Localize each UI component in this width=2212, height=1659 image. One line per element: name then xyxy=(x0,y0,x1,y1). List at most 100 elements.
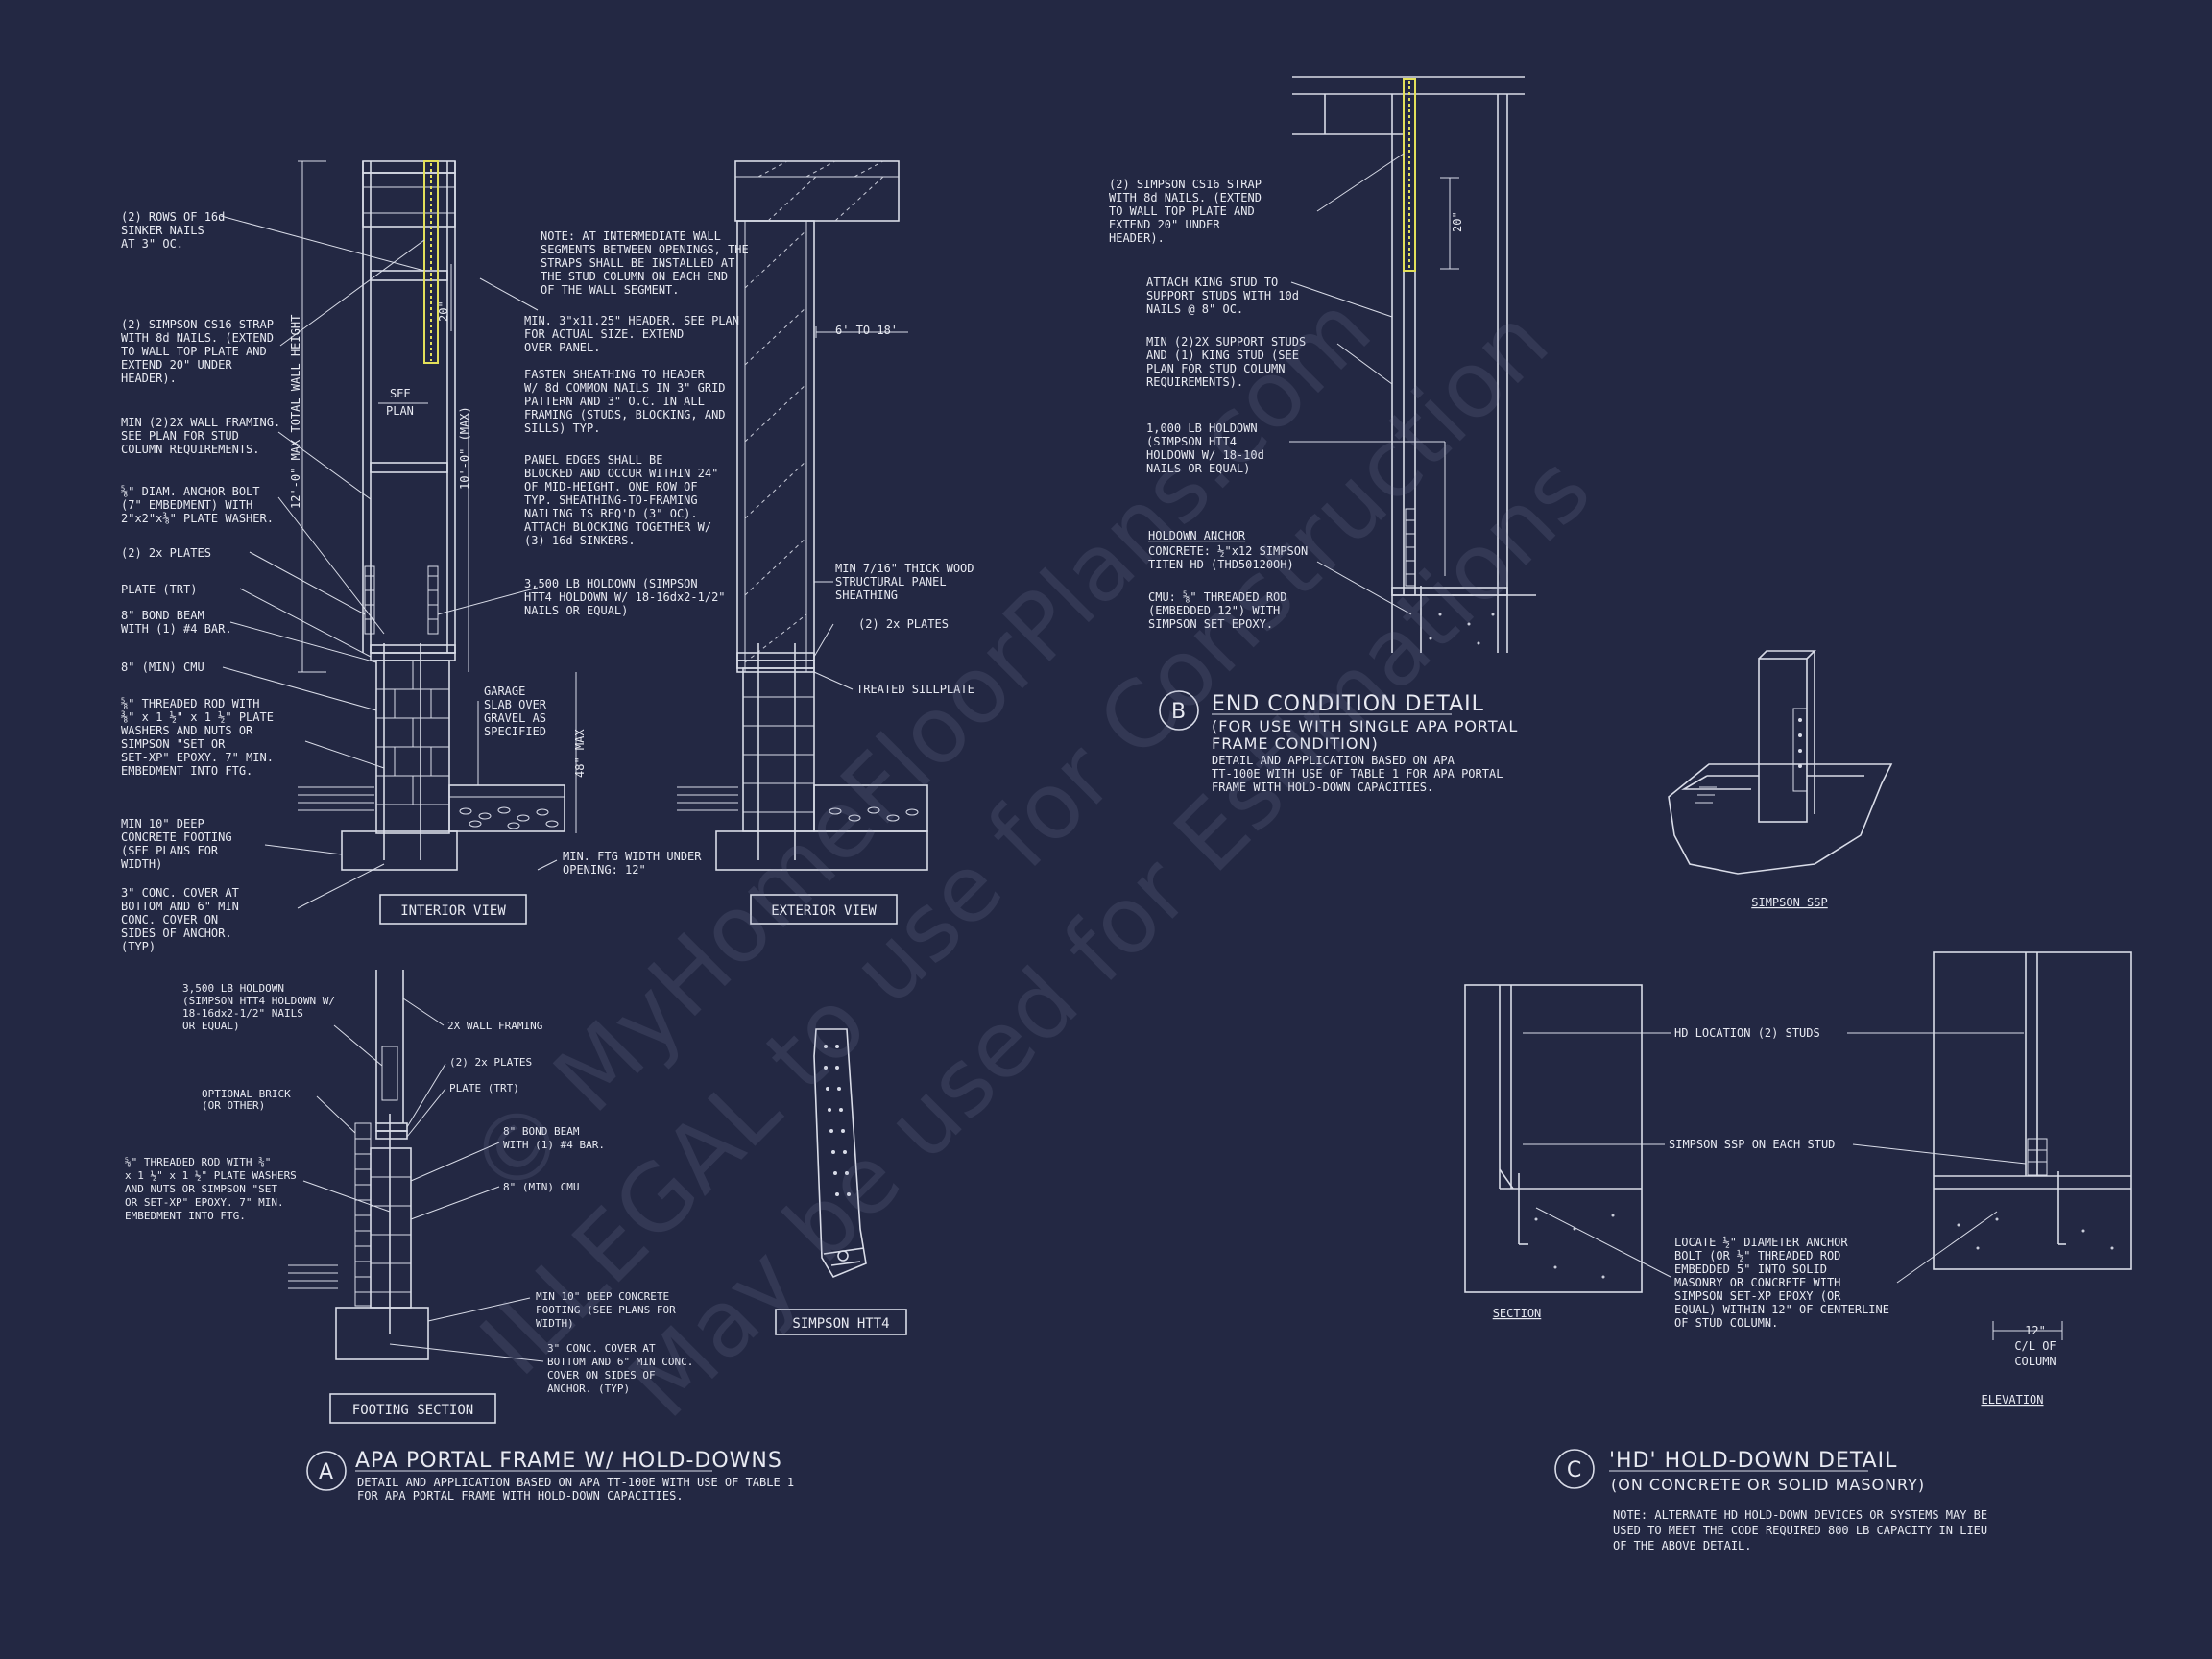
note-text: MIN 10" DEEP xyxy=(121,817,204,830)
elevation-label: ELEVATION xyxy=(1981,1393,2043,1407)
note-text: GRAVEL AS xyxy=(484,711,546,725)
dim-plan-text: PLAN xyxy=(386,404,414,418)
detail-a-title: APA PORTAL FRAME W/ HOLD-DOWNS xyxy=(355,1449,782,1473)
hd-section-drawing xyxy=(1464,984,1643,1293)
hd-location-text: HD LOCATION (2) STUDS xyxy=(1674,1026,1820,1040)
detail-a-desc: DETAIL AND APPLICATION BASED ON APA TT-1… xyxy=(357,1476,794,1489)
ssp-each-stud-text: SIMPSON SSP ON EACH STUD xyxy=(1669,1138,1835,1151)
note-text: (2) 2x PLATES xyxy=(858,617,949,631)
dim-span-text: 6' TO 18' xyxy=(835,324,898,337)
note-text: ⅜" x 1 ½" x 1 ½" PLATE xyxy=(121,710,274,724)
simpson-ssp-label: SIMPSON SSP xyxy=(1751,896,1827,909)
detail-b-desc: DETAIL AND APPLICATION BASED ON APA xyxy=(1212,754,1455,767)
detail-a-exterior-notes: MIN 7/16" THICK WOOD STRUCTURAL PANEL SH… xyxy=(835,562,974,696)
note-text: SEGMENTS BETWEEN OPENINGS, THE xyxy=(541,243,749,256)
note-text: (7" EMBEDMENT) WITH xyxy=(121,498,252,512)
note-text: (2) ROWS OF 16d xyxy=(121,210,225,224)
note-text: CONCRETE FOOTING xyxy=(121,830,232,844)
note-text: SUPPORT STUDS WITH 10d xyxy=(1146,289,1299,302)
dim-48-max: 48" MAX xyxy=(573,729,587,778)
note-text: OF MID-HEIGHT. ONE ROW OF xyxy=(524,480,698,493)
note-text: MIN. FTG WIDTH UNDER xyxy=(563,850,702,863)
note-text: TREATED SILLPLATE xyxy=(856,683,974,696)
note-text: 3,500 LB HOLDOWN (SIMPSON xyxy=(524,577,698,590)
section-label: SECTION xyxy=(1493,1307,1542,1320)
interior-view-label: INTERIOR VIEW xyxy=(400,903,506,919)
detail-c-note: NOTE: ALTERNATE HD HOLD-DOWN DEVICES OR … xyxy=(1613,1508,1987,1522)
note-text: TO WALL TOP PLATE AND xyxy=(1109,204,1255,218)
dim-column-text: COLUMN xyxy=(2014,1355,2056,1368)
detail-a-dims: 20" SEE PLAN 12'-0" MAX TOTAL WALL HEIGH… xyxy=(289,301,898,778)
note-text: SHEATHING xyxy=(835,589,898,602)
note-text: BOTTOM AND 6" MIN CONC. xyxy=(547,1356,693,1368)
simpson-ssp-drawing xyxy=(1668,650,1893,875)
note-text: 8" (MIN) CMU xyxy=(121,661,204,674)
note-text: CONCRETE: ½"x12 SIMPSON xyxy=(1148,544,1308,558)
note-text: WITH (1) #4 BAR. xyxy=(503,1139,605,1151)
note-text: FOR ACTUAL SIZE. EXTEND xyxy=(524,327,684,341)
detail-a-notes: (2) ROWS OF 16d SINKER NAILS AT 3" OC. (… xyxy=(121,210,280,953)
detail-b-bubble xyxy=(1159,690,1199,731)
note-text: WITH (1) #4 BAR. xyxy=(121,622,232,636)
note-text: (OR OTHER) xyxy=(202,1099,265,1112)
dim-10ft-max: 10'-0" (MAX) xyxy=(458,406,471,490)
note-text: MIN 7/16" THICK WOOD xyxy=(835,562,974,575)
interior-view-drawing xyxy=(298,160,577,871)
detail-b-notes: (2) SIMPSON CS16 STRAP WITH 8d NAILS. (E… xyxy=(1109,178,1464,631)
note-text: EXTEND 20" UNDER xyxy=(121,358,232,372)
note-text: TITEN HD (THD50120OH) xyxy=(1148,558,1294,571)
note-text: OF STUD COLUMN. xyxy=(1674,1316,1778,1330)
note-text: 1,000 LB HOLDOWN xyxy=(1146,421,1258,435)
note-text: MASONRY OR CONCRETE WITH xyxy=(1674,1276,1840,1289)
note-text: LOCATE ½" DIAMETER ANCHOR xyxy=(1674,1236,1848,1249)
note-text: MIN (2)2X WALL FRAMING. xyxy=(121,416,280,429)
note-text: EQUAL) WITHIN 12" OF CENTERLINE xyxy=(1674,1303,1889,1316)
detail-c-subtitle: (ON CONCRETE OR SOLID MASONRY) xyxy=(1611,1476,1925,1494)
note-text: WITH 8d NAILS. (EXTEND xyxy=(1109,191,1262,204)
note-text: (SIMPSON HTT4 HOLDOWN W/ xyxy=(182,995,335,1007)
note-text: x 1 ½" x 1 ½" PLATE WASHERS xyxy=(125,1169,297,1182)
note-text: STRUCTURAL PANEL xyxy=(835,575,947,589)
note-text: (EMBEDDED 12") WITH xyxy=(1148,604,1280,617)
note-text: W/ 8d COMMON NAILS IN 3" GRID xyxy=(524,381,726,395)
detail-c-leaders xyxy=(1523,1032,2027,1284)
holdown-anchor-heading: HOLDOWN ANCHOR xyxy=(1148,529,1246,542)
detail-c-bubble xyxy=(1554,1449,1595,1489)
note-text: BOTTOM AND 6" MIN xyxy=(121,900,239,913)
note-text: TYP. SHEATHING-TO-FRAMING xyxy=(524,493,698,507)
note-text: REQUIREMENTS). xyxy=(1146,375,1243,389)
note-text: COLUMN REQUIREMENTS. xyxy=(121,443,260,456)
interior-view-label-box xyxy=(379,894,527,925)
note-text: NAILS OR EQUAL) xyxy=(524,604,628,617)
note-text: THE STUD COLUMN ON EACH END xyxy=(541,270,728,283)
hd-elevation-drawing xyxy=(1933,951,2132,1340)
dim-20-text: 20" xyxy=(1451,211,1464,232)
note-text: (3) 16d SINKERS. xyxy=(524,534,636,547)
note-text: MIN (2)2X SUPPORT STUDS xyxy=(1146,335,1306,349)
footing-section-leaders xyxy=(302,998,544,1362)
htt4-label-box xyxy=(775,1309,907,1335)
dim-total-height: 12'-0" MAX TOTAL WALL HEIGHT xyxy=(289,315,302,509)
note-text: SILLS) TYP. xyxy=(524,421,600,435)
note-text: 3,500 LB HOLDOWN xyxy=(182,982,284,995)
note-text: MIN. 3"x11.25" HEADER. SEE PLAN xyxy=(524,314,739,327)
note-text: OPTIONAL BRICK xyxy=(202,1088,291,1100)
detail-a-desc: FOR APA PORTAL FRAME WITH HOLD-DOWN CAPA… xyxy=(357,1489,684,1503)
footing-section-label-box xyxy=(329,1393,496,1424)
simpson-htt4-drawing xyxy=(813,1028,867,1279)
note-text: ANCHOR. (TYP) xyxy=(547,1382,630,1395)
note-text: ATTACH KING STUD TO xyxy=(1146,276,1278,289)
note-text: 18-16dx2-1/2" NAILS xyxy=(182,1007,303,1020)
note-text: ATTACH BLOCKING TOGETHER W/ xyxy=(524,520,711,534)
note-text: NOTE: AT INTERMEDIATE WALL xyxy=(541,229,721,243)
note-text: GARAGE xyxy=(484,685,525,698)
note-text: PLAN FOR STUD COLUMN xyxy=(1146,362,1286,375)
detail-b-letter: B xyxy=(1171,700,1187,724)
end-condition-drawing xyxy=(1292,76,1536,653)
note-text: NAILS OR EQUAL) xyxy=(1146,462,1250,475)
note-text: ⅝" DIAM. ANCHOR BOLT xyxy=(121,485,260,498)
note-text: 3" CONC. COVER AT xyxy=(121,886,239,900)
detail-c-note: USED TO MEET THE CODE REQUIRED 800 LB CA… xyxy=(1613,1524,1987,1537)
note-text: PANEL EDGES SHALL BE xyxy=(524,453,663,467)
